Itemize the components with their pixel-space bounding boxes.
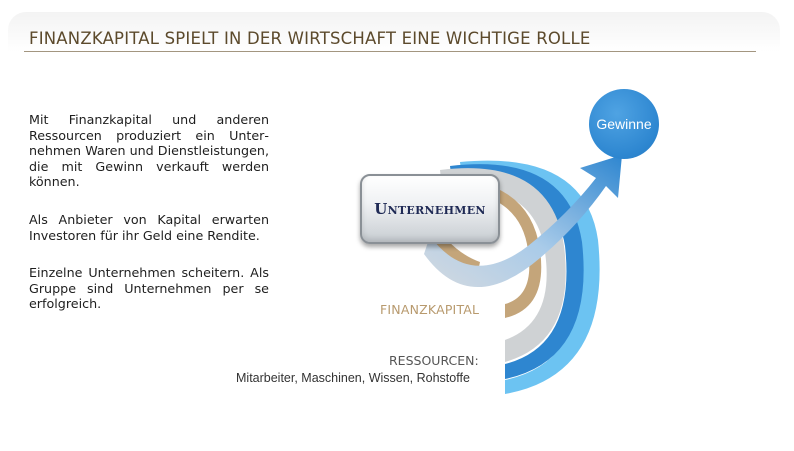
profit-circle: Gewinne	[589, 89, 659, 159]
page-title: FINANZKAPITAL SPIELT IN DER WIRTSCHAFT E…	[29, 29, 591, 48]
profit-label: Gewinne	[596, 116, 652, 132]
paragraph-companies: Einzelne Unternehmen scheitern. Als Grup…	[29, 265, 269, 311]
resources-label: RESSOURCEN:	[389, 353, 479, 368]
paragraph-investors: Als Anbieter von Kapital erwarten Invest…	[29, 212, 269, 243]
company-label: Unternehmen	[374, 200, 486, 218]
profit-arrow	[424, 155, 622, 288]
title-divider	[24, 51, 756, 52]
paragraph-production: Mit Finanzkapital und anderen Ressourcen…	[29, 112, 269, 189]
resources-band-gray	[440, 168, 566, 362]
resources-detail-label: Mitarbeiter, Maschinen, Wissen, Rohstoff…	[236, 371, 470, 385]
financial-capital-label: FINANZKAPITAL	[380, 302, 480, 317]
company-box: Unternehmen	[360, 174, 500, 244]
